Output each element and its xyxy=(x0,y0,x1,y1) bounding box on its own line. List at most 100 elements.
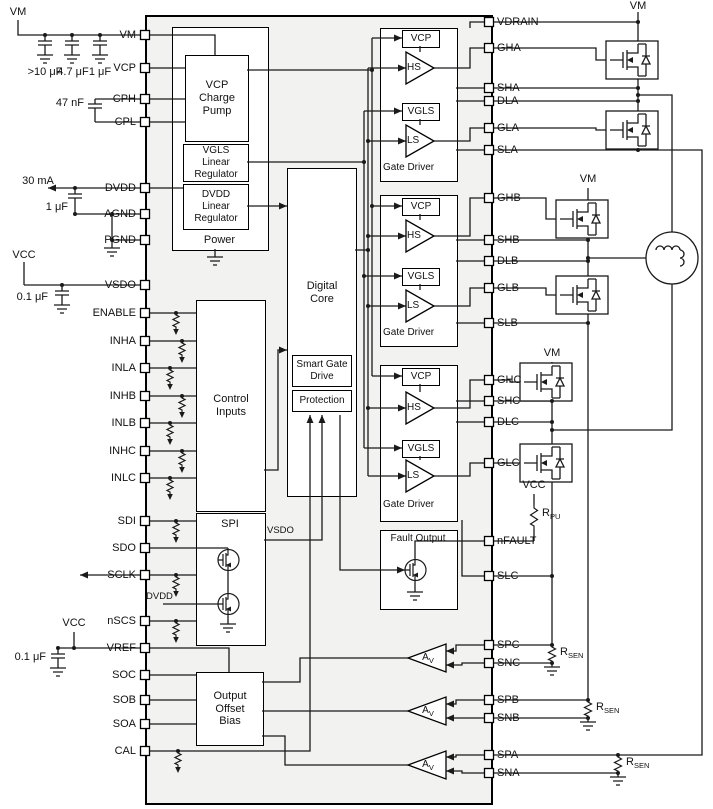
power-mosfet-icon xyxy=(605,110,659,150)
pin-DVDD xyxy=(139,182,151,194)
vcc-vsdo-label: VCC xyxy=(12,249,36,261)
hs-driver-c-label: HS xyxy=(407,402,421,413)
mosfet-icon xyxy=(217,591,240,617)
pin-SNB xyxy=(483,712,495,724)
cap-100n-vsdo-label: 0.1 μF xyxy=(16,291,48,303)
rsen-a-label: RSEN xyxy=(626,756,650,771)
driver-triangles xyxy=(405,50,436,494)
vcc-vref-label: VCC xyxy=(62,617,86,629)
power-mosfet-icon xyxy=(605,40,659,80)
ls-driver-c-label: LS xyxy=(407,470,420,481)
resistor-icon xyxy=(583,699,593,719)
cap-4u7-label: 4.7 μF xyxy=(57,66,89,78)
digital-core-link-wires xyxy=(264,67,406,571)
pin-label-SNA: SNA xyxy=(497,767,520,779)
pin-VM xyxy=(139,29,151,41)
pin-label-SOB: SOB xyxy=(112,694,136,706)
vgls-rail-box-b: VGLS xyxy=(402,268,440,286)
vgls-rail-box-c: VGLS xyxy=(402,440,440,458)
pulldown-resistor-icon xyxy=(178,395,186,419)
pin-label-SDI: SDI xyxy=(117,515,136,527)
pin-label-PGND: PGND xyxy=(104,234,136,246)
pin-INHA xyxy=(139,335,151,347)
pin-SPA xyxy=(483,749,495,761)
control-inputs-block: Control Inputs xyxy=(196,300,266,512)
protection-block: Protection xyxy=(292,390,352,412)
pin-INLC xyxy=(139,472,151,484)
pin-label-SHB: SHB xyxy=(497,234,520,246)
pin-SCLK xyxy=(139,569,151,581)
cap-47n-label: 47 nF xyxy=(55,97,84,109)
pin-label-DLC: DLC xyxy=(497,416,520,428)
cap-1u-vm-label: 1 μF xyxy=(88,66,112,78)
pin-VSDO xyxy=(139,279,151,291)
pin-INHC xyxy=(139,445,151,457)
pin-label-GLA: GLA xyxy=(497,122,520,134)
ground-icon xyxy=(206,252,224,266)
pin-label-INHA: INHA xyxy=(109,335,136,347)
pin-label-CPH: CPH xyxy=(112,93,136,105)
pin-SDO xyxy=(139,542,151,554)
smart-gate-drive-block: Smart Gate Drive xyxy=(292,355,352,387)
ground-icon xyxy=(219,619,237,633)
ls-driver-a-label: LS xyxy=(407,135,420,146)
pin-SNC xyxy=(483,657,495,669)
pin-label-SPB: SPB xyxy=(497,694,520,706)
pin-SHB xyxy=(483,234,495,246)
pulldown-resistor-icon xyxy=(172,620,180,644)
gate-driver-a-label: Gate Driver xyxy=(383,162,435,173)
pin-label-GHB: GHB xyxy=(497,192,521,204)
power-mosfet-icon xyxy=(555,199,609,239)
pin-label-SPC: SPC xyxy=(497,639,520,651)
pin-SPC xyxy=(483,639,495,651)
pin-GHB xyxy=(483,192,495,204)
vm-supply-label-c: VM xyxy=(543,347,561,359)
ground-icon xyxy=(406,587,424,601)
pin-GLC xyxy=(483,457,495,469)
pin-label-DVDD: DVDD xyxy=(104,182,136,194)
pulldown-resistor-icon xyxy=(166,422,174,446)
output-offset-bias-block: Output Offset Bias xyxy=(196,672,264,746)
bulk-cap-label: >10 μF xyxy=(27,66,63,78)
pin-CPH xyxy=(139,93,151,105)
pin-label-nFAULT: nFAULT xyxy=(497,535,537,547)
power-block-label: Power xyxy=(203,234,236,246)
pin-label-SLB: SLB xyxy=(497,317,518,329)
vcp-charge-pump-block: VCP Charge Pump xyxy=(185,55,249,142)
pin-ENABLE xyxy=(139,307,151,319)
fault-output-label: Fault Output xyxy=(390,533,446,544)
pin-nSCS xyxy=(139,615,151,627)
pin-label-SLA: SLA xyxy=(497,144,518,156)
pin-CPL xyxy=(139,116,151,128)
vcc-nfault-label: VCC xyxy=(522,479,546,491)
pin-GLB xyxy=(483,282,495,294)
pin-DLB xyxy=(483,255,495,267)
mosfet-icon xyxy=(404,557,427,583)
pulldown-resistor-icon xyxy=(172,312,180,336)
pin-VCP xyxy=(139,62,151,74)
pin-GHA xyxy=(483,42,495,54)
pin-label-DLA: DLA xyxy=(497,95,519,107)
sense-amp-c-label: AV xyxy=(422,652,434,665)
sense-amp-triangles xyxy=(406,643,447,780)
pin-DLC xyxy=(483,416,495,428)
pin-label-SNC: SNC xyxy=(497,657,521,669)
hs-driver-b-label: HS xyxy=(407,230,421,241)
pin-label-SHC: SHC xyxy=(497,395,521,407)
pin-label-VREF: VREF xyxy=(106,642,136,654)
pin-label-SLC: SLC xyxy=(497,570,519,582)
sense-amp-b-label: AV xyxy=(422,705,434,718)
vm-supply-label-a: VM xyxy=(629,0,647,12)
pin-label-VDRAIN: VDRAIN xyxy=(497,16,539,28)
gate-driver-b-label: Gate Driver xyxy=(383,327,435,338)
spi-block-label: SPI xyxy=(221,518,239,530)
pin-PGND xyxy=(139,234,151,246)
rsen-b-label: RSEN xyxy=(596,701,620,716)
pin-label-INLB: INLB xyxy=(111,417,136,429)
pin-label-SDO: SDO xyxy=(112,542,136,554)
pulldown-resistor-icon xyxy=(166,477,174,501)
pin-label-INHC: INHC xyxy=(109,445,136,457)
resistor-icon xyxy=(613,754,623,774)
pin-SPB xyxy=(483,694,495,706)
